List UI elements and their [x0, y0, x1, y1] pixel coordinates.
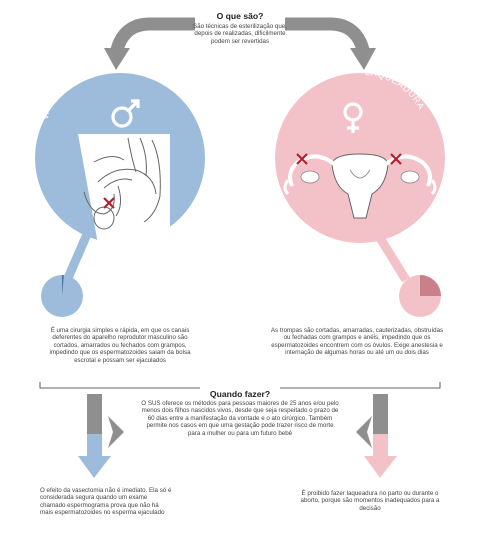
when-title: Quando fazer? [209, 389, 271, 399]
female-anatomy-illustration [283, 153, 437, 219]
right-bracket-line [280, 382, 441, 389]
laqueadura-connector [376, 235, 410, 283]
when-text: O SUS oferece os métodos para pessoas ma… [141, 400, 339, 437]
laqueadura-right-cut-mark-icon [390, 153, 402, 165]
laqueadura-small-circle-sector [420, 275, 441, 296]
laqueadura-note: É proibido fazer laqueadura no parto ou … [300, 490, 440, 512]
what-are-title: O que são? [216, 11, 264, 21]
laqueadura-left-cut-mark-icon [296, 153, 308, 165]
laqueadura-down-arrow-icon [364, 394, 397, 478]
vasectomia-description: É uma cirurgia simples e rápida, em que … [49, 327, 191, 364]
what-are-text: São técnicas de esterilização que, depoi… [193, 23, 287, 45]
curved-arrow-left-head [104, 48, 130, 70]
left-bracket-line [39, 382, 200, 389]
right-chevron-icon [356, 416, 372, 448]
vasectomia-connector [63, 230, 93, 280]
vasectomia-cut-mark-icon [103, 197, 115, 209]
female-symbol-icon [343, 102, 363, 133]
male-anatomy-illustration [78, 134, 170, 244]
laqueadura-description: As trompas são cortadas, amarradas, caut… [270, 327, 444, 357]
vasectomia-note: O efeito da vasectomia não é imediato. E… [40, 487, 172, 517]
vasectomia-down-arrow-icon [78, 394, 111, 478]
male-symbol-icon [111, 99, 140, 128]
vasectomia-small-circle-sector [62, 275, 64, 296]
left-chevron-icon [108, 416, 124, 448]
curved-arrow-right-head [350, 48, 376, 70]
